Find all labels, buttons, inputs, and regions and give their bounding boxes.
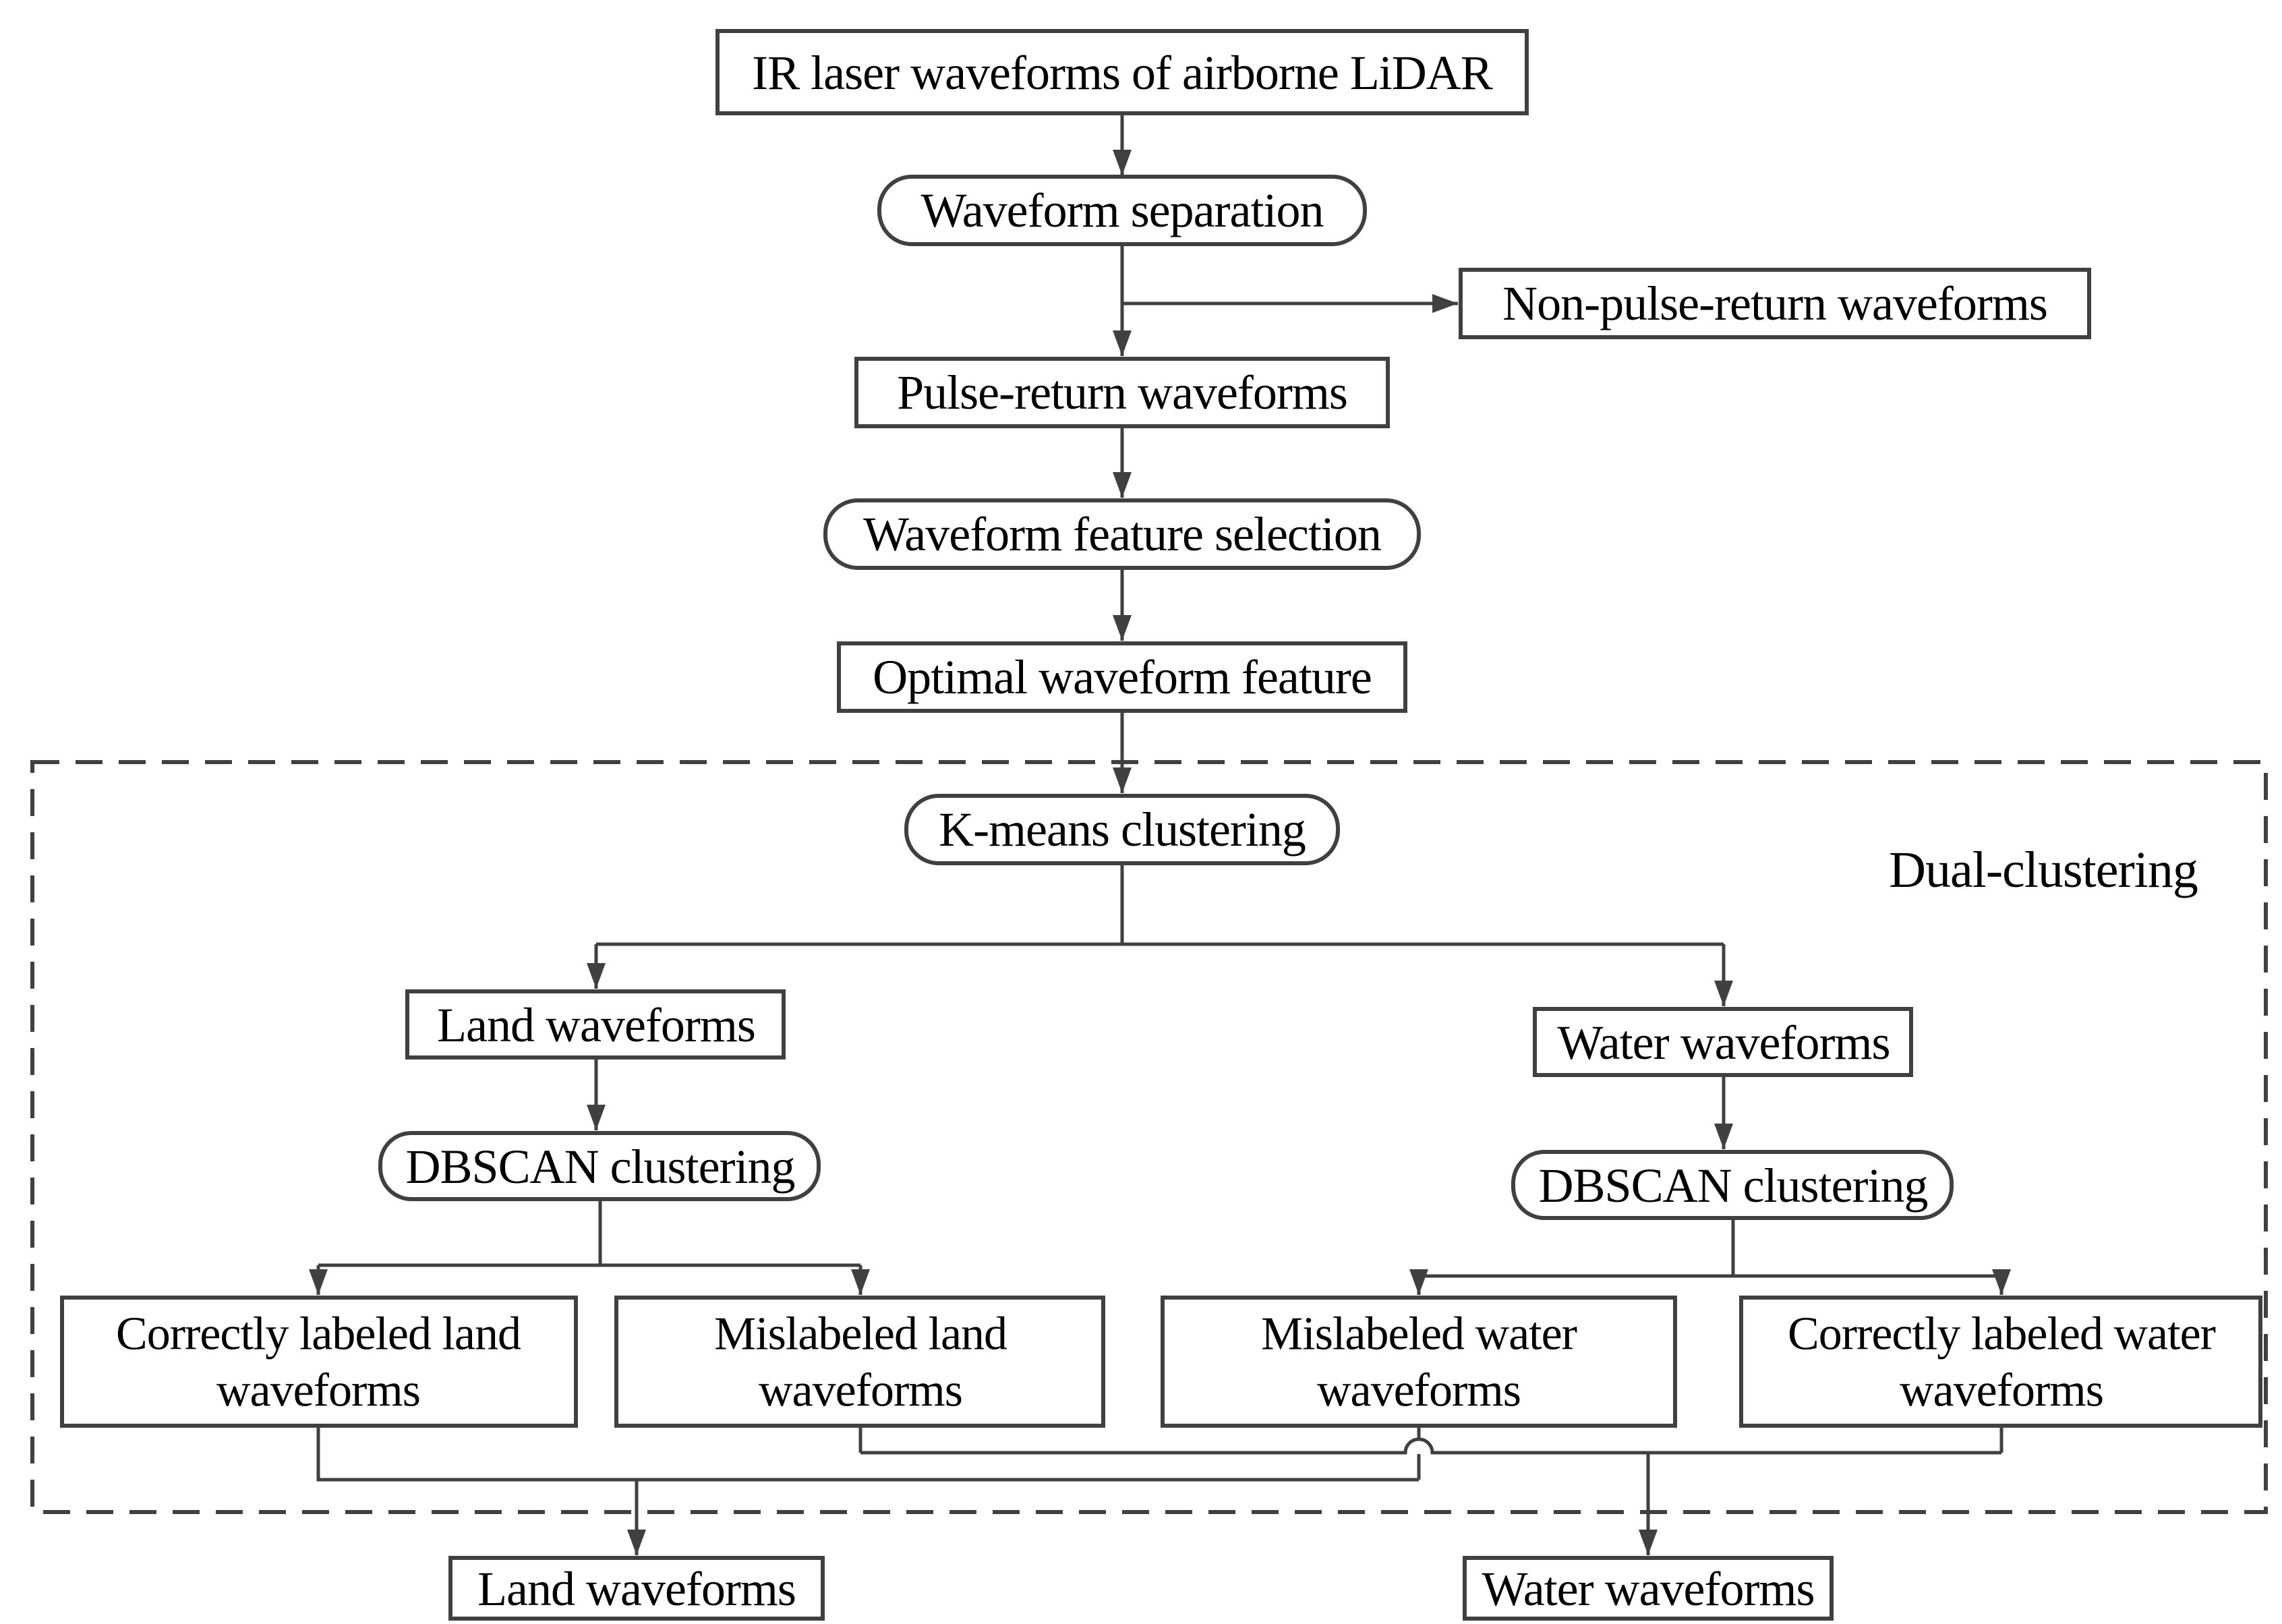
node-mislabeled-land-box	[614, 1296, 1105, 1428]
node-dbscan-left-box	[378, 1131, 821, 1201]
node-correct-land-box	[60, 1296, 578, 1428]
node-kmeans-label: K-means clustering	[939, 803, 1306, 857]
node-kmeans-box	[904, 794, 1340, 865]
node-mislabeled-water-label-line1: Mislabeled water	[1261, 1308, 1577, 1360]
node-waveform-separation-label: Waveform separation	[921, 183, 1324, 237]
node-land-waveforms-box	[405, 989, 786, 1060]
node-dbscan-right-box	[1511, 1150, 1954, 1220]
node-land-output-box	[448, 1556, 825, 1621]
node-water-output-box	[1463, 1556, 1834, 1621]
node-correct-water-box	[1739, 1296, 2262, 1428]
node-land-output-label: Land waveforms	[477, 1562, 796, 1616]
node-correct-water-label-line1: Correctly labeled water	[1788, 1308, 2216, 1360]
edge-dbscan-right-split	[1419, 1218, 2001, 1278]
node-mislabeled-land-label-line1: Mislabeled land	[714, 1308, 1007, 1360]
node-non-pulse-return-box	[1459, 268, 2091, 339]
node-feature-selection-box	[823, 498, 1421, 570]
node-water-waveforms-label: Water waveforms	[1558, 1016, 1890, 1070]
node-ir-laser-box	[715, 29, 1529, 115]
node-waveform-separation-box	[877, 175, 1367, 246]
edge-kmeans-split	[596, 863, 1724, 946]
node-mislabeled-water-box	[1161, 1296, 1677, 1428]
node-dbscan-right-label: DBSCAN clustering	[1539, 1159, 1928, 1213]
node-feature-selection-label: Waveform feature selection	[863, 507, 1381, 561]
node-non-pulse-return-label: Non-pulse-return waveforms	[1502, 277, 2047, 330]
node-correct-water-label-line2: waveforms	[1900, 1365, 2103, 1417]
edge-merge-rail-water-with-hop	[858, 1426, 2003, 1455]
node-optimal-feature-label: Optimal waveform feature	[873, 650, 1372, 704]
dual-clustering-region-outline	[30, 760, 2268, 1514]
edge-merge-rail-land	[316, 1426, 1419, 1482]
node-water-output-label: Water waveforms	[1482, 1562, 1815, 1616]
node-correct-land-label-line1: Correctly labeled land	[116, 1308, 521, 1360]
node-mislabeled-water-label-line2: waveforms	[1317, 1365, 1521, 1417]
node-land-waveforms-label: Land waveforms	[437, 998, 755, 1052]
node-ir-laser-label: IR laser waveforms of airborne LiDAR	[752, 46, 1493, 100]
edge-dbscan-left-split	[318, 1199, 860, 1267]
node-water-waveforms-box	[1533, 1007, 1913, 1077]
node-mislabeled-land-label-line2: waveforms	[759, 1365, 962, 1417]
node-optimal-feature-box	[837, 641, 1407, 713]
node-correct-land-label-line2: waveforms	[216, 1365, 420, 1417]
node-dbscan-left-label: DBSCAN clustering	[406, 1140, 795, 1194]
dual-clustering-region-label: Dual-clustering	[1889, 842, 2198, 898]
node-pulse-return-box	[854, 357, 1390, 428]
node-pulse-return-label: Pulse-return waveforms	[897, 366, 1347, 419]
